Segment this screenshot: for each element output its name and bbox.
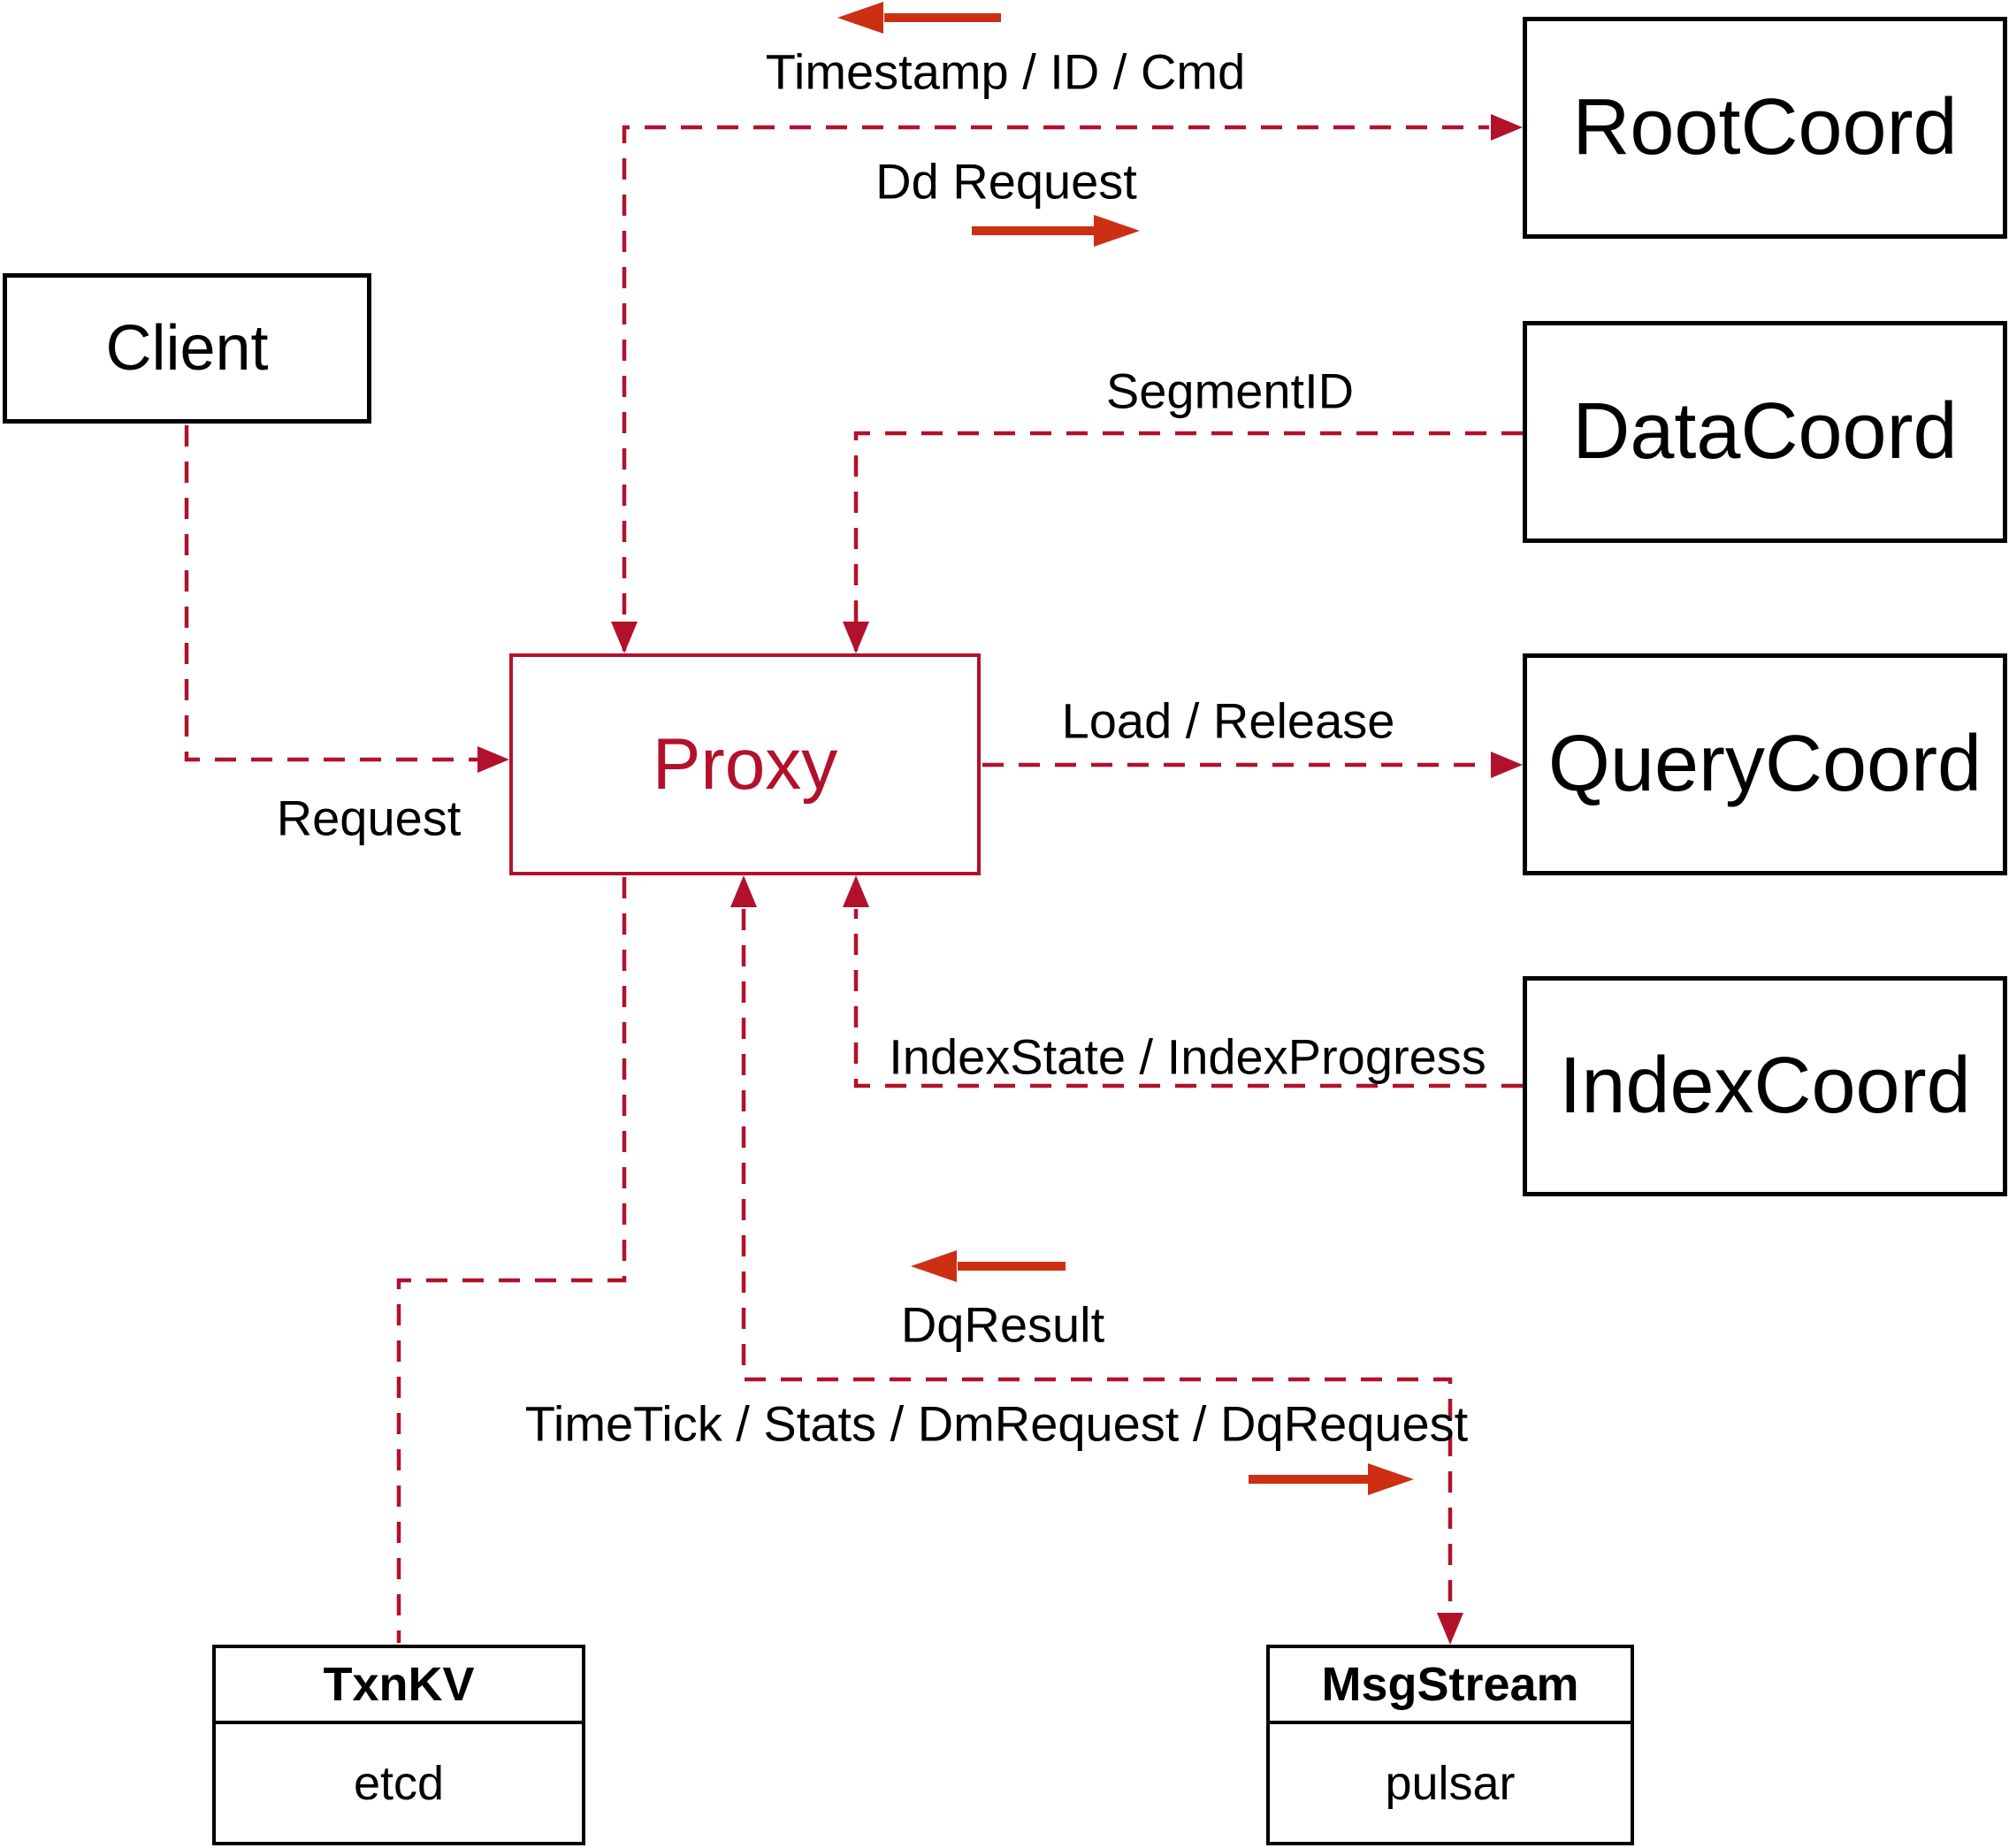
node-proxy-label: Proxy — [652, 723, 838, 805]
edge-label-load-release: Load / Release — [1061, 692, 1395, 749]
node-msgstream-title: MsgStream — [1270, 1648, 1631, 1724]
node-datacoord: DataCoord — [1523, 321, 2007, 543]
arrowhead-into-proxy-bottom-mid — [730, 875, 757, 907]
node-rootcoord: RootCoord — [1523, 17, 2007, 239]
node-indexcoord-label: IndexCoord — [1559, 1042, 1971, 1130]
node-proxy: Proxy — [509, 653, 981, 875]
arrowhead-into-querycoord — [1491, 752, 1523, 778]
node-txnkv: TxnKV etcd — [212, 1645, 585, 1845]
node-client: Client — [3, 273, 371, 424]
node-querycoord-label: QueryCoord — [1547, 720, 1982, 808]
edge-label-request: Request — [276, 790, 462, 846]
arrowhead-into-rootcoord — [1491, 114, 1523, 141]
arrowhead-into-proxy-bottom-right — [843, 875, 869, 907]
edge-label-index-state-progress: IndexState / IndexProgress — [889, 1028, 1486, 1085]
node-txnkv-subtitle: etcd — [353, 1756, 445, 1810]
timestamp-direction-arrow-left-icon — [837, 2, 883, 34]
edge-datacoord-proxy — [853, 431, 1523, 651]
node-msgstream-subtitle: pulsar — [1385, 1756, 1516, 1810]
edge-proxy-msgstream — [741, 909, 1453, 1611]
edge-label-timetick-stats: TimeTick / Stats / DmRequest / DqRequest — [524, 1395, 1469, 1452]
edge-proxy-txnkv — [396, 877, 627, 1643]
edge-label-dd-request: Dd Request — [875, 153, 1137, 210]
edge-indexcoord-proxy — [853, 909, 1523, 1088]
node-rootcoord-label: RootCoord — [1572, 83, 1958, 172]
edge-proxy-rootcoord — [622, 125, 1489, 651]
edge-client-proxy — [184, 425, 477, 762]
arrowhead-into-proxy-top-left — [611, 622, 638, 653]
arrowhead-into-msgstream — [1437, 1613, 1463, 1645]
node-indexcoord: IndexCoord — [1523, 976, 2007, 1196]
node-datacoord-label: DataCoord — [1572, 387, 1958, 476]
dd-request-direction-arrow-right-icon — [1094, 215, 1140, 247]
dq-result-direction-arrow-left-icon — [911, 1250, 957, 1282]
node-client-label: Client — [105, 313, 269, 384]
timetick-direction-arrow-right-icon — [1368, 1463, 1414, 1495]
node-msgstream: MsgStream pulsar — [1266, 1645, 1634, 1845]
node-querycoord: QueryCoord — [1523, 653, 2007, 875]
edge-label-dq-result: DqResult — [900, 1296, 1105, 1353]
node-txnkv-title: TxnKV — [216, 1648, 582, 1724]
arrowhead-into-proxy-top-right — [843, 622, 869, 653]
arrowhead-into-proxy-left — [477, 746, 509, 773]
edge-label-timestamp-id-cmd: Timestamp / ID / Cmd — [765, 43, 1246, 100]
edge-label-segment-id: SegmentID — [1105, 363, 1355, 419]
